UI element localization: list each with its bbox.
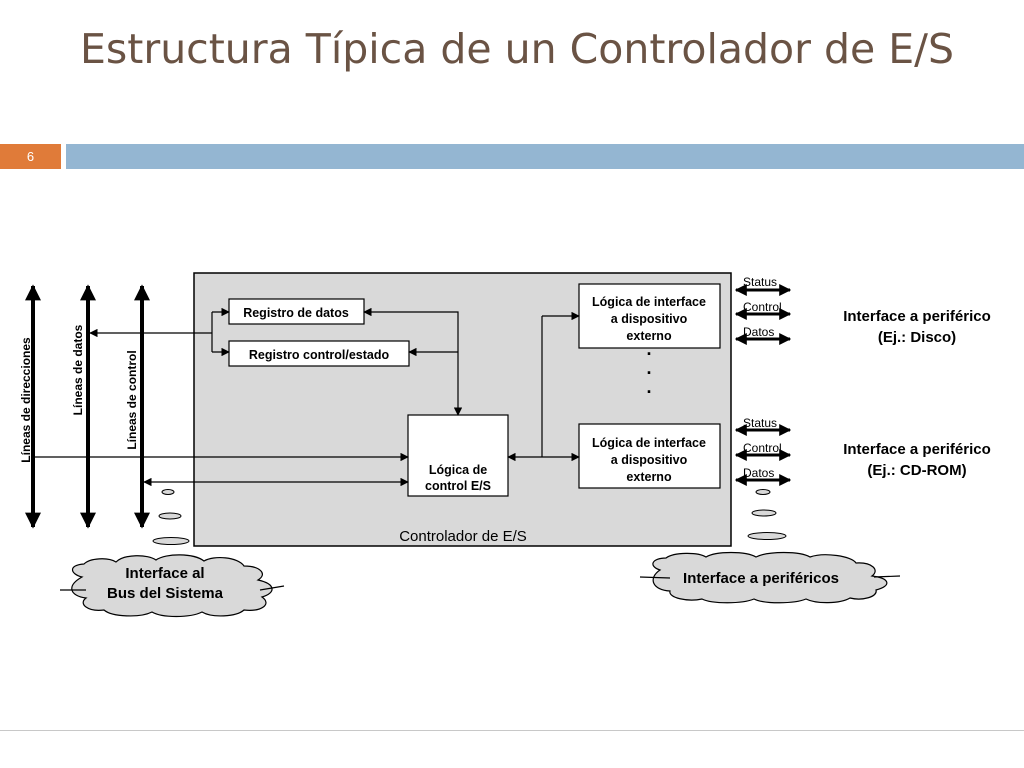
bus-interface-cloud: Interface al Bus del Sistema <box>60 554 285 618</box>
bus-side-ellipse-2 <box>158 512 182 520</box>
status-label-2: Status <box>743 416 777 430</box>
control-label-1: Control <box>743 300 782 314</box>
ellipsis-dot-2: . <box>646 358 651 378</box>
data-label-2: Datos <box>743 466 774 480</box>
slide-title: Estructura Típica de un Controlador de E… <box>80 25 954 73</box>
bus-side-ellipse-1 <box>161 489 175 495</box>
peripheral-side-ellipse-2 <box>751 509 777 517</box>
interface-logic-2-line2: a dispositivo <box>611 453 688 467</box>
data-bus-label: Líneas de datos <box>71 324 85 415</box>
peripheral-1-line1: Interface a periférico <box>843 308 991 325</box>
peripheral-1-line2: (Ej.: Disco) <box>878 329 956 346</box>
address-bus-label: Líneas de direcciones <box>19 337 33 463</box>
interface-logic-2-line1: Lógica de interface <box>592 436 706 450</box>
peripheral-2-line1: Interface a periférico <box>843 441 991 458</box>
interface-logic-1-line2: a dispositivo <box>611 312 688 326</box>
control-label-2: Control <box>743 441 782 455</box>
control-logic-box <box>407 414 509 497</box>
footer-divider <box>0 730 1024 731</box>
status-label-1: Status <box>743 275 777 289</box>
data-label-1: Datos <box>743 325 774 339</box>
control-bus-label: Líneas de control <box>125 350 139 449</box>
bus-interface-line1: Interface al <box>125 565 204 582</box>
peripheral-side-ellipse-1 <box>755 489 771 495</box>
ellipsis-dot-3: . <box>646 377 651 397</box>
controller-label: Controlador de E/S <box>399 528 527 545</box>
peripheral-side-ellipse-3 <box>747 532 787 540</box>
ellipsis-dot-1: . <box>646 339 651 359</box>
bus-side-ellipse-3 <box>152 537 190 545</box>
interface-logic-2-line3: externo <box>626 470 672 484</box>
title-bar <box>66 144 1024 169</box>
control-logic-line2: control E/S <box>425 479 491 493</box>
bus-interface-line2: Bus del Sistema <box>107 585 224 602</box>
interface-logic-1-line3: externo <box>626 329 672 343</box>
data-register-to-logic <box>363 307 463 416</box>
peripherals-cloud-label: Interface a periféricos <box>683 570 839 587</box>
peripherals-cloud: Interface a periféricos <box>639 551 901 604</box>
data-register-label: Registro de datos <box>243 306 349 320</box>
slide-number: 6 <box>0 144 61 169</box>
peripheral-2-line2: (Ej.: CD-ROM) <box>867 462 966 479</box>
interface-logic-1-line1: Lógica de interface <box>592 295 706 309</box>
control-logic-line1: Lógica de <box>429 463 487 477</box>
control-register-label: Registro control/estado <box>249 348 390 362</box>
